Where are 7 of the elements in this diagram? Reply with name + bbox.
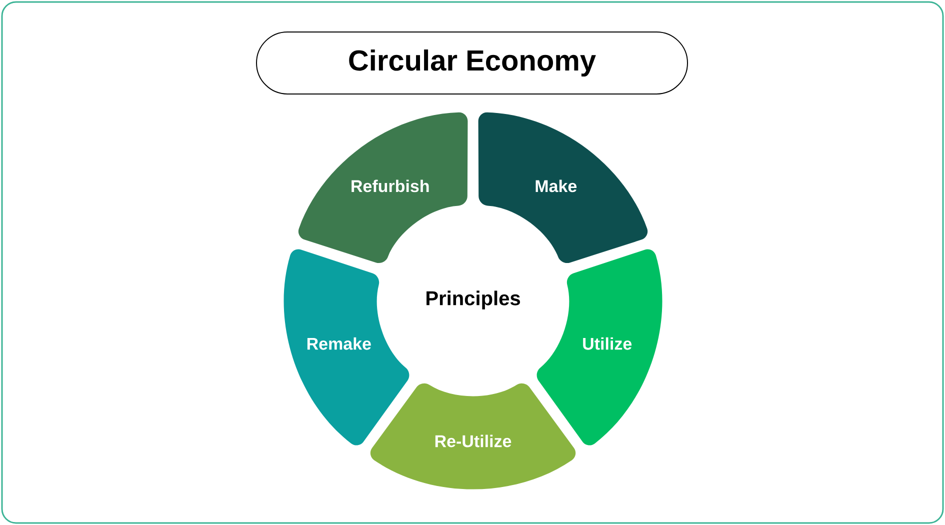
center-label: Principles [426, 290, 520, 310]
ring-segment: Make [478, 112, 648, 264]
ring-segment: Utilize [536, 249, 662, 446]
title-box: Circular Economy [256, 32, 688, 94]
ring-segment: Remake [284, 249, 410, 446]
ring-segment: Refurbish [298, 112, 468, 264]
ring-segment: Re-Utilize [370, 383, 576, 490]
